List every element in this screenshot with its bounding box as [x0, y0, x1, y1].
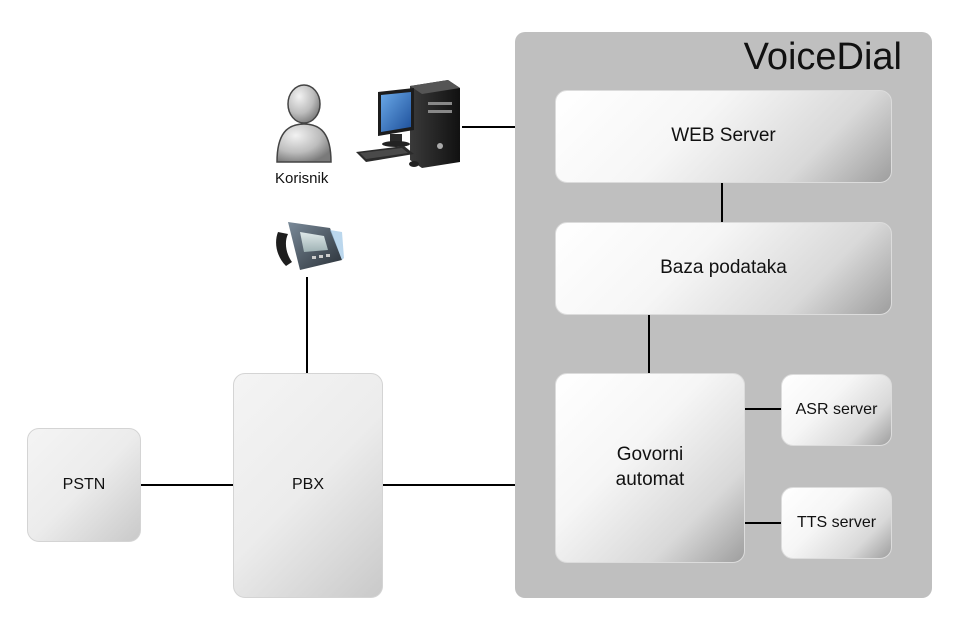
web-server-label: WEB Server	[671, 125, 776, 147]
pstn-label: PSTN	[62, 475, 106, 493]
connector-database-automat	[648, 315, 650, 373]
database-label: Baza podataka	[660, 257, 787, 279]
connector-pstn-pbx	[141, 484, 233, 486]
connector-pbx-voicedial	[383, 484, 515, 486]
user-icon	[276, 84, 332, 163]
pstn-box: PSTN	[27, 428, 141, 542]
database-box: Baza podataka	[555, 222, 892, 315]
connector-web-database	[721, 183, 723, 223]
pbx-box: PBX	[233, 373, 383, 598]
pbx-label: PBX	[291, 476, 324, 494]
tts-server-box: TTS server	[781, 487, 892, 559]
desktop-computer-icon	[356, 80, 460, 168]
connector-phone-pbx	[306, 277, 308, 373]
connector-automat-asr	[745, 408, 781, 410]
voice-automat-label: Govorni automat	[615, 444, 685, 490]
tts-server-label: TTS server	[796, 513, 877, 531]
voice-automat-box: Govorni automat	[555, 373, 745, 563]
asr-server-box: ASR server	[781, 374, 892, 446]
user-label: Korisnik	[275, 170, 329, 187]
connector-automat-tts	[745, 522, 781, 524]
group-title: VoiceDial	[743, 36, 902, 78]
asr-server-label: ASR server	[795, 400, 878, 418]
web-server-box: WEB Server	[555, 90, 892, 183]
connector-computer-web	[462, 126, 515, 128]
ip-phone-icon	[276, 222, 344, 270]
